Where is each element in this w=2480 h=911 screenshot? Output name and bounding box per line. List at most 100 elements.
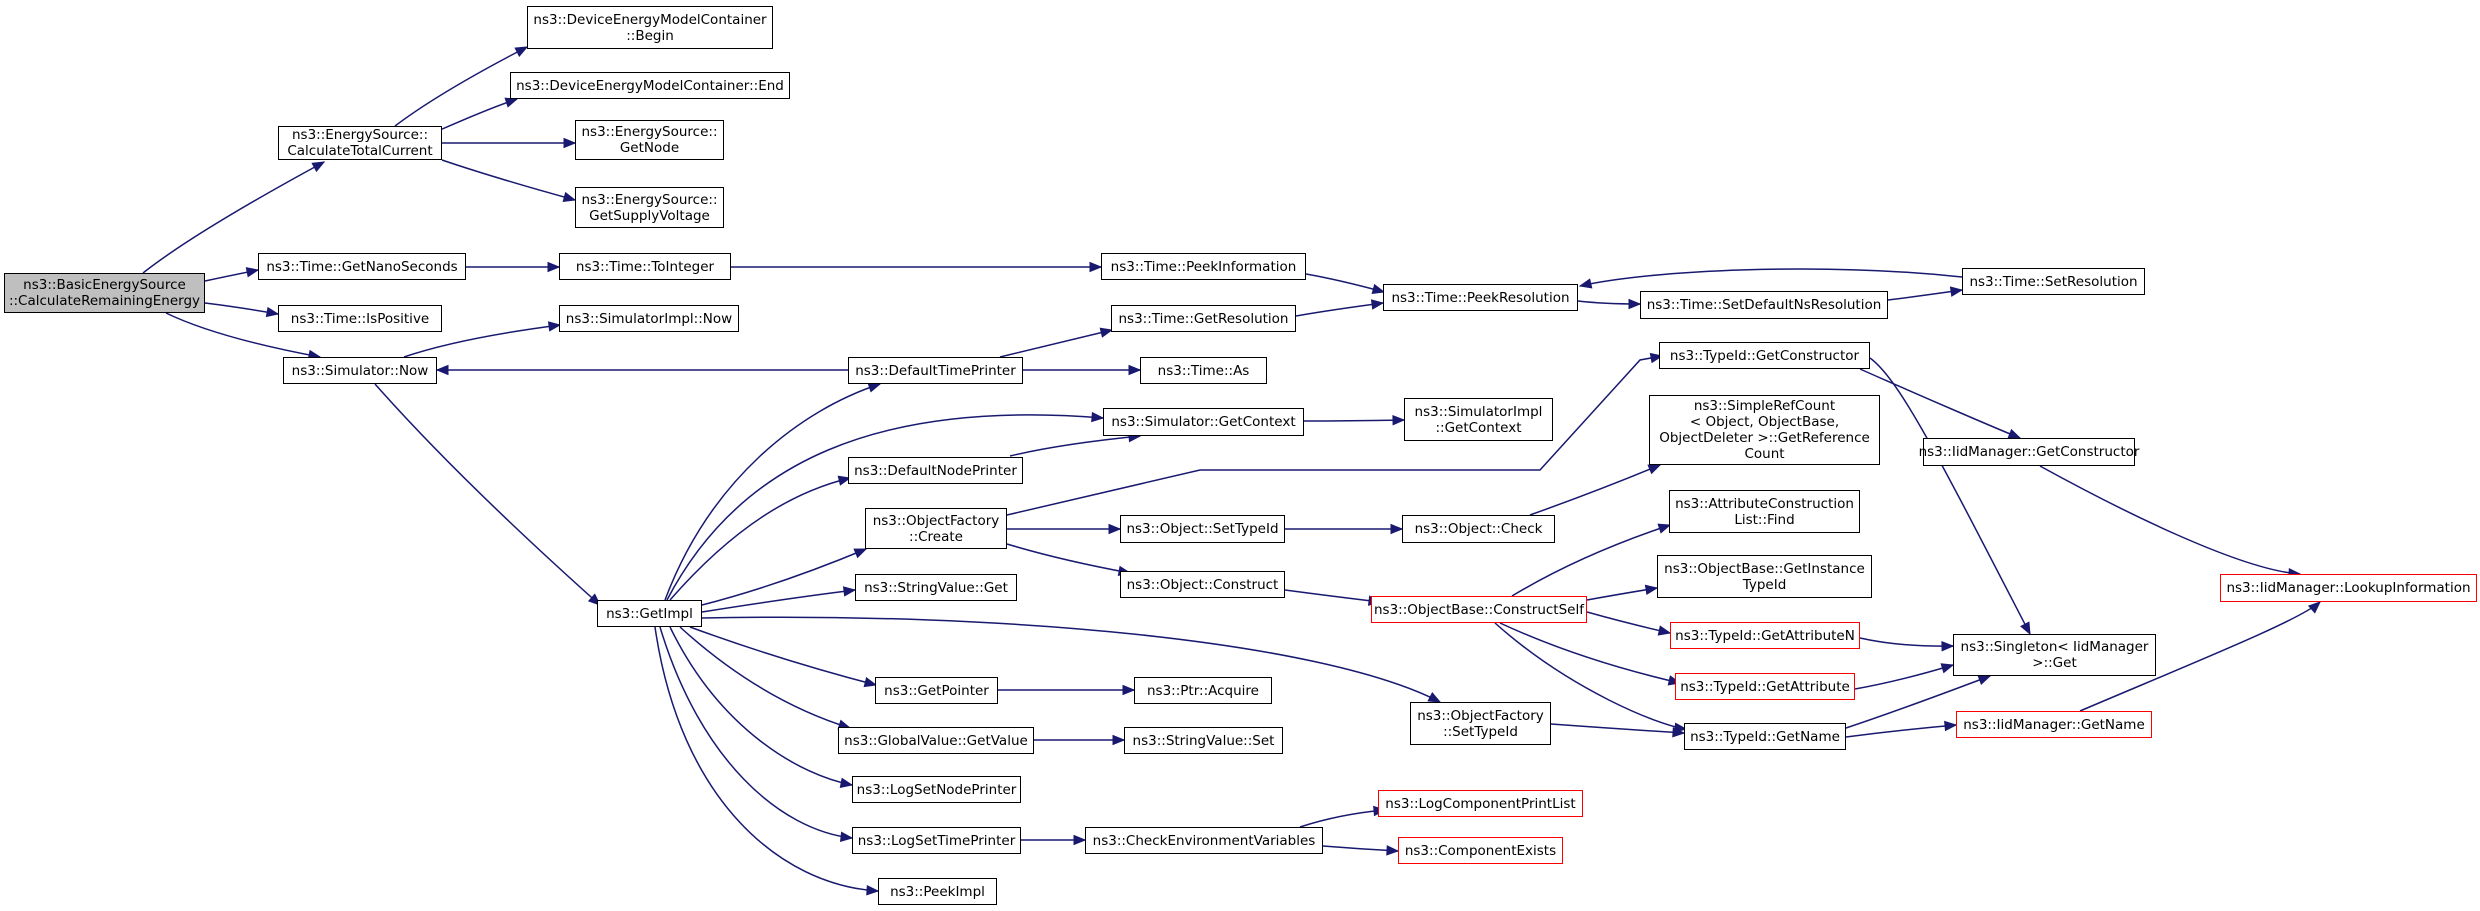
edge-arrowhead: [1644, 584, 1659, 596]
edge-typeid-getctor-to-iidmgr-getctor: [1859, 368, 2022, 439]
node-label-line: ns3::ObjectFactory: [872, 512, 1000, 529]
node-object-settypeid[interactable]: ns3::Object::SetTypeId: [1120, 515, 1285, 543]
node-label-line: ns3::Time::As: [1157, 362, 1250, 379]
node-iidmgr-getctor[interactable]: ns3::IidManager::GetConstructor: [1919, 438, 2139, 466]
edge-line: [659, 626, 853, 839]
node-label-line: ::SetTypeId: [1443, 723, 1518, 740]
edge-arrowhead: [1949, 286, 1964, 297]
node-objbase-constructself[interactable]: ns3::ObjectBase::ConstructSelf: [1371, 596, 1587, 623]
edge-arrowhead: [1392, 414, 1406, 426]
edge-checkenvvars-to-componentexists: [1322, 845, 1400, 856]
node-object-check[interactable]: ns3::Object::Check: [1402, 515, 1555, 543]
node-label-line: ns3::EnergySource::: [581, 124, 718, 140]
edge-arrowhead: [1427, 692, 1442, 703]
edge-objfactory-settypeid-to-typeid-getname: [1550, 723, 1686, 738]
node-defaulttimeprinter[interactable]: ns3::DefaultTimePrinter: [848, 357, 1023, 384]
node-label-line: ns3::IidManager::GetConstructor: [1918, 444, 2140, 460]
edge-getimpl-to-globalvalue-getvalue: [679, 626, 852, 730]
node-logsettimeprinter[interactable]: ns3::LogSetTimePrinter: [852, 827, 1021, 854]
node-label-line: ns3::StringValue::Get: [864, 579, 1008, 596]
node-simulator-now[interactable]: ns3::Simulator::Now: [283, 357, 437, 384]
edge-arrowhead: [562, 191, 577, 203]
node-object-construct[interactable]: ns3::Object::Construct: [1120, 571, 1285, 598]
edge-line: [666, 414, 1104, 601]
node-label-line: ns3::EnergySource::: [291, 127, 428, 143]
node-time-ispositive[interactable]: ns3::Time::IsPositive: [278, 305, 442, 332]
node-label-line: ns3::StringValue::Set: [1132, 732, 1275, 749]
edge-line: [1499, 622, 1681, 684]
node-checkenvvars[interactable]: ns3::CheckEnvironmentVariables: [1085, 827, 1323, 854]
node-label-line: ns3::Time::GetNanoSeconds: [266, 258, 458, 275]
node-label-line: ns3::SimulatorImpl::Now: [565, 310, 733, 327]
node-time-tointeger[interactable]: ns3::Time::ToInteger: [559, 253, 731, 280]
node-getpointer[interactable]: ns3::GetPointer: [875, 677, 998, 704]
edge-defaulttimeprinter-to-time-getres: [999, 327, 1114, 358]
node-time-peekinfo[interactable]: ns3::Time::PeekInformation: [1101, 253, 1306, 280]
edge-time-getnano-to-time-tointeger: [465, 261, 561, 273]
edge-line: [2079, 601, 2321, 712]
node-label-line: ns3::PeekImpl: [890, 883, 985, 900]
node-ptr-acquire[interactable]: ns3::Ptr::Acquire: [1134, 677, 1272, 704]
node-label-line: ns3::DefaultNodePrinter: [854, 462, 1017, 479]
node-typeid-getctor[interactable]: ns3::TypeId::GetConstructor: [1659, 342, 1870, 369]
node-demc-begin[interactable]: ns3::DeviceEnergyModelContainer::Begin: [527, 6, 773, 49]
node-objfactory-settypeid[interactable]: ns3::ObjectFactory::SetTypeId: [1410, 702, 1551, 745]
edge-time-setres-to-time-peekres: [1578, 268, 1963, 289]
edge-objbase-constructself-to-typeid-getattrn: [1586, 611, 1672, 636]
node-es-getsupply[interactable]: ns3::EnergySource::GetSupplyVoltage: [575, 187, 724, 228]
node-singleton-get[interactable]: ns3::Singleton< IidManager>::Get: [1953, 634, 2156, 676]
edge-object-construct-to-objbase-constructself: [1284, 589, 1382, 606]
node-time-getnano[interactable]: ns3::Time::GetNanoSeconds: [258, 253, 466, 280]
edge-line: [403, 324, 561, 358]
node-label-line: ns3::LogSetTimePrinter: [857, 832, 1016, 849]
node-stringvalue-get[interactable]: ns3::StringValue::Get: [855, 574, 1017, 601]
edge-arrowhead: [1128, 364, 1142, 376]
node-logcomponentprintlist[interactable]: ns3::LogComponentPrintList: [1378, 790, 1583, 817]
node-typeid-getattrn[interactable]: ns3::TypeId::GetAttributeN: [1670, 622, 1860, 649]
edge-line: [1859, 368, 2021, 439]
node-objfactory-create[interactable]: ns3::ObjectFactory::Create: [865, 508, 1007, 549]
node-label-line: < Object, ObjectBase,: [1689, 414, 1840, 430]
node-sim-getcontext[interactable]: ns3::Simulator::GetContext: [1103, 408, 1304, 436]
edge-typeid-getattrn-to-singleton-get: [1859, 637, 1955, 652]
node-label-line: ns3::Simulator::GetContext: [1111, 414, 1296, 430]
node-time-peekres[interactable]: ns3::Time::PeekResolution: [1383, 284, 1578, 311]
node-iidmgr-getname[interactable]: ns3::IidManager::GetName: [1956, 711, 2152, 738]
edge-arrowhead: [2307, 601, 2321, 614]
node-stringvalue-set[interactable]: ns3::StringValue::Set: [1124, 727, 1283, 754]
edge-arrowhead: [1370, 299, 1385, 310]
edge-calc-total-current-to-demc-begin: [394, 46, 529, 127]
node-typeid-getname[interactable]: ns3::TypeId::GetName: [1684, 723, 1846, 750]
edge-defaulttimeprinter-to-simulator-now: [435, 364, 849, 376]
node-logsetnodeprinter[interactable]: ns3::LogSetNodePrinter: [852, 776, 1021, 803]
node-label-line: ns3::BasicEnergySource: [23, 277, 186, 293]
node-defaultnodeprinter[interactable]: ns3::DefaultNodePrinter: [848, 457, 1023, 484]
node-time-getres[interactable]: ns3::Time::GetResolution: [1111, 305, 1296, 332]
edge-line: [374, 383, 601, 606]
node-time-as[interactable]: ns3::Time::As: [1140, 357, 1267, 384]
node-time-setres[interactable]: ns3::Time::SetResolution: [1962, 268, 2145, 295]
edge-line: [669, 477, 851, 601]
node-getimpl[interactable]: ns3::GetImpl: [597, 600, 702, 627]
node-simimpl-getcontext[interactable]: ns3::SimulatorImpl::GetContext: [1404, 398, 1553, 441]
node-peekimpl[interactable]: ns3::PeekImpl: [878, 878, 997, 905]
edge-line: [1006, 543, 1131, 574]
node-label-line: TypeId: [1742, 576, 1787, 593]
node-iidmgr-lookup[interactable]: ns3::IidManager::LookupInformation: [2220, 574, 2477, 602]
node-time-setdefaultns[interactable]: ns3::Time::SetDefaultNsResolution: [1640, 291, 1888, 319]
node-calc-total-current[interactable]: ns3::EnergySource::CalculateTotalCurrent: [278, 126, 442, 160]
node-es-getnode[interactable]: ns3::EnergySource::GetNode: [575, 120, 724, 160]
node-label-line: ns3::Ptr::Acquire: [1147, 682, 1259, 699]
edge-arrowhead: [1099, 327, 1114, 338]
edge-line: [1009, 435, 1141, 457]
node-simplerefcount[interactable]: ns3::SimpleRefCount< Object, ObjectBase,…: [1649, 395, 1880, 465]
edge-time-tointeger-to-time-peekinfo: [730, 261, 1103, 273]
node-globalvalue-getvalue[interactable]: ns3::GlobalValue::GetValue: [838, 727, 1034, 754]
node-componentexists[interactable]: ns3::ComponentExists: [1398, 837, 1563, 864]
node-demc-end[interactable]: ns3::DeviceEnergyModelContainer::End: [510, 72, 790, 99]
node-simimpl-now[interactable]: ns3::SimulatorImpl::Now: [559, 305, 739, 332]
edge-line: [1305, 273, 1385, 293]
node-typeid-getattr[interactable]: ns3::TypeId::GetAttribute: [1675, 673, 1855, 700]
